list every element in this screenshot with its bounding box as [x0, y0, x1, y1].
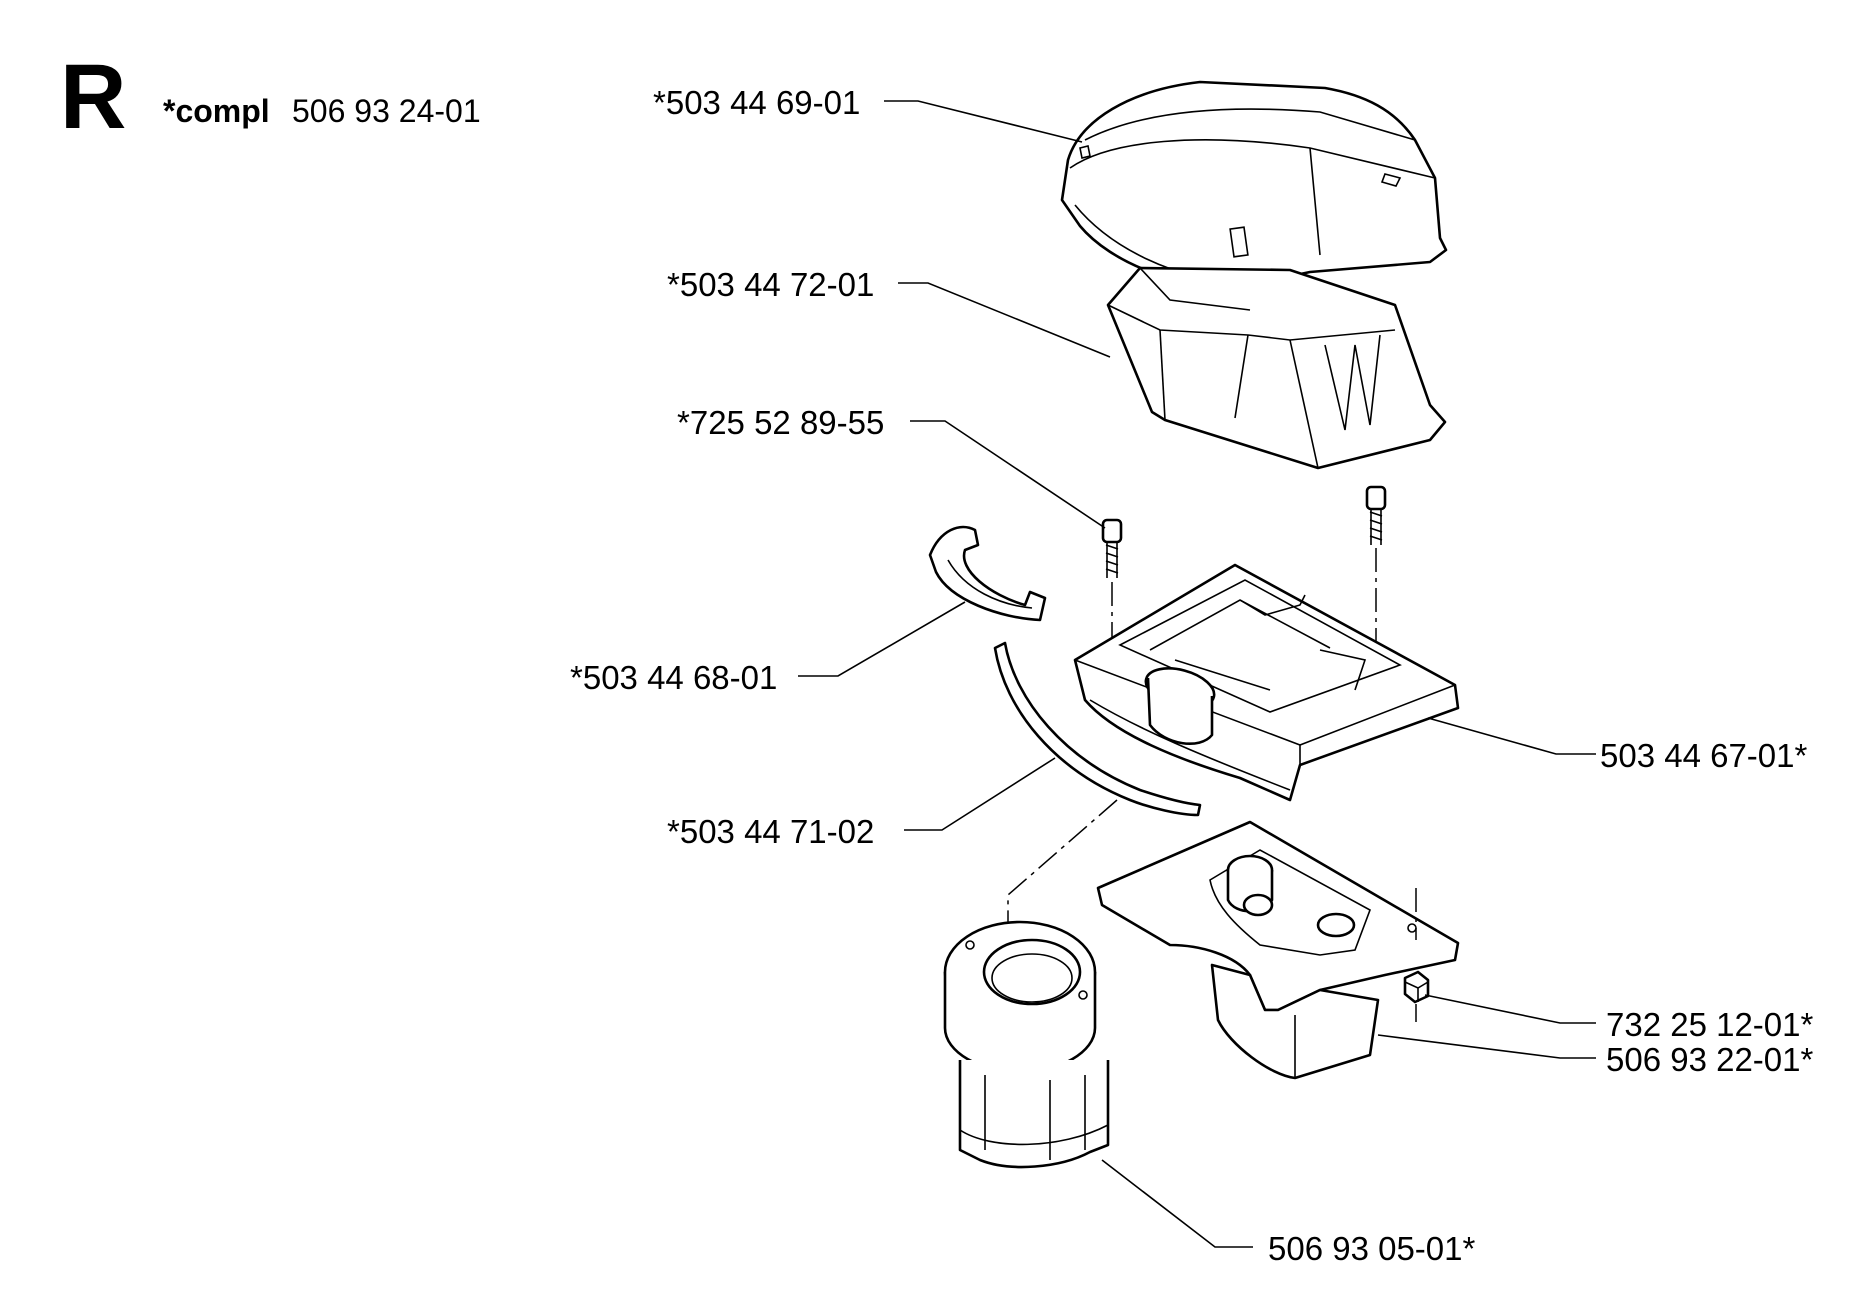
bracket: [1096, 820, 1460, 1080]
clip: [928, 525, 1047, 622]
label-nut: 732 25 12-01*: [1606, 1006, 1814, 1043]
leader-seal: [904, 757, 1056, 831]
label-filter: *503 44 72-01: [667, 266, 874, 303]
filter-holder: [1073, 563, 1460, 802]
seal-strip: [993, 641, 1202, 817]
leader-bracket: [1377, 1034, 1596, 1059]
label-cover: *503 44 69-01: [653, 84, 860, 121]
leader-filter: [898, 282, 1111, 358]
screw-left: [1101, 518, 1123, 578]
section-letter: R: [60, 46, 126, 148]
compl-number: 506 93 24-01: [292, 93, 481, 129]
label-filter-holder: 503 44 67-01*: [1600, 737, 1808, 774]
leader-screw: [910, 420, 1106, 529]
cylinder: [943, 920, 1110, 1169]
leader-nut: [1424, 994, 1596, 1024]
air-filter: [1106, 266, 1447, 470]
centerline-cylinder: [1007, 799, 1118, 940]
label-seal: *503 44 71-02: [667, 813, 874, 850]
label-cylinder: 506 93 05-01*: [1268, 1230, 1476, 1267]
label-clip: *503 44 68-01: [570, 659, 777, 696]
leader-cylinder: [1101, 1159, 1253, 1248]
label-screw: *725 52 89-55: [677, 404, 884, 441]
leader-clip: [798, 601, 966, 677]
leader-cover: [884, 100, 1083, 143]
compl-prefix: *compl: [163, 93, 270, 129]
screw-right: [1365, 485, 1387, 545]
air-filter-cover: [1060, 80, 1448, 288]
label-bracket: 506 93 22-01*: [1606, 1041, 1814, 1078]
leader-filter-holder: [1427, 717, 1596, 755]
